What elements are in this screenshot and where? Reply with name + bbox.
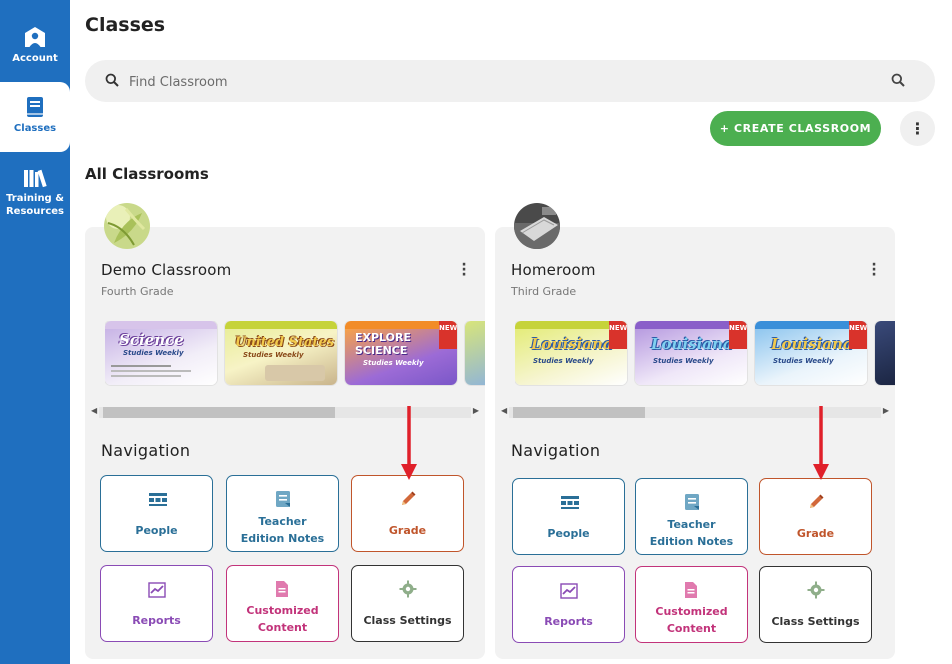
reports-chart-icon bbox=[147, 582, 166, 598]
classroom-menu-icon[interactable]: ··· bbox=[461, 257, 467, 283]
classroom-grade: Third Grade bbox=[511, 285, 577, 298]
people-button[interactable]: People bbox=[100, 475, 213, 552]
page-title: Classes bbox=[85, 14, 166, 36]
navigation-title: Navigation bbox=[101, 441, 191, 460]
new-badge: NEW bbox=[439, 321, 457, 349]
scroll-right-icon[interactable]: ▶ bbox=[472, 406, 479, 415]
sidebar-item-training-resources[interactable]: Training & Resources bbox=[0, 168, 70, 220]
search-icon bbox=[105, 73, 119, 87]
scrollbar-thumb[interactable] bbox=[513, 407, 645, 418]
notes-icon bbox=[684, 494, 699, 510]
classroom-card: Homeroom Third Grade ··· Louisiana Studi… bbox=[495, 203, 895, 659]
publication-thumbnail[interactable]: EXPLORE SCIENCE Studies Weekly NEW bbox=[345, 321, 457, 385]
navigation-title: Navigation bbox=[511, 441, 601, 460]
sidebar-item-label: Classes bbox=[13, 123, 57, 134]
document-icon bbox=[684, 582, 697, 598]
account-icon bbox=[25, 27, 45, 47]
library-icon bbox=[24, 169, 47, 188]
annotation-arrow-icon bbox=[401, 406, 417, 480]
sidebar-item-label: Account bbox=[12, 53, 58, 64]
teacher-edition-notes-button[interactable]: Teacher Edition Notes bbox=[635, 478, 748, 555]
new-badge: NEW bbox=[849, 321, 867, 349]
classroom-name: Demo Classroom bbox=[101, 261, 232, 279]
people-button[interactable]: People bbox=[512, 478, 625, 555]
publications-list: Louisiana Studies Weekly NEW Louisiana S… bbox=[515, 321, 895, 387]
new-badge: NEW bbox=[729, 321, 747, 349]
class-settings-button[interactable]: Class Settings bbox=[351, 565, 464, 642]
class-settings-button[interactable]: Class Settings bbox=[759, 566, 872, 643]
scroll-right-icon[interactable]: ▶ bbox=[882, 406, 889, 415]
more-options-icon[interactable]: ⋮ bbox=[900, 111, 935, 146]
sidebar: Account Classes Training & Resources bbox=[0, 0, 70, 664]
new-badge: NEW bbox=[609, 321, 627, 349]
publications-scrollbar[interactable]: ◀ ▶ bbox=[499, 405, 891, 419]
scroll-left-icon[interactable]: ◀ bbox=[91, 406, 98, 415]
pencil-icon bbox=[401, 491, 415, 505]
gear-icon bbox=[807, 581, 824, 599]
publication-thumbnail[interactable]: Louisiana Studies Weekly NEW bbox=[635, 321, 747, 385]
classroom-card: Demo Classroom Fourth Grade ··· Science … bbox=[85, 203, 485, 659]
customized-content-button[interactable]: Customized Content bbox=[635, 566, 748, 643]
people-icon bbox=[148, 493, 167, 506]
pencil-icon bbox=[809, 494, 823, 508]
search-bar bbox=[85, 60, 935, 102]
search-input[interactable] bbox=[127, 70, 871, 94]
book-icon bbox=[27, 97, 43, 117]
classroom-avatar bbox=[104, 203, 150, 249]
classroom-grade: Fourth Grade bbox=[101, 285, 174, 298]
publications-list: Science Studies Weekly United States Stu… bbox=[105, 321, 485, 387]
create-classroom-button[interactable]: + CREATE CLASSROOM bbox=[710, 111, 881, 146]
publication-thumbnail[interactable]: United States Studies Weekly bbox=[225, 321, 337, 385]
scroll-left-icon[interactable]: ◀ bbox=[501, 406, 508, 415]
grade-button[interactable]: Grade bbox=[351, 475, 464, 552]
teacher-edition-notes-button[interactable]: Teacher Edition Notes bbox=[226, 475, 339, 552]
reports-button[interactable]: Reports bbox=[512, 566, 625, 643]
publications-scrollbar[interactable]: ◀ ▶ bbox=[89, 405, 481, 419]
publication-thumbnail[interactable]: Louisiana Studies Weekly NEW bbox=[515, 321, 627, 385]
annotation-arrow-icon bbox=[813, 406, 829, 480]
sidebar-item-account[interactable]: Account bbox=[0, 26, 70, 76]
classroom-menu-icon[interactable]: ··· bbox=[871, 257, 877, 283]
leaf-photo-avatar bbox=[104, 203, 150, 249]
reports-button[interactable]: Reports bbox=[100, 565, 213, 642]
publication-thumbnail[interactable] bbox=[875, 321, 895, 385]
gear-icon bbox=[399, 580, 416, 598]
people-icon bbox=[560, 496, 579, 509]
publication-thumbnail[interactable]: Science Studies Weekly bbox=[105, 321, 217, 385]
reports-chart-icon bbox=[559, 583, 578, 599]
notes-icon bbox=[275, 491, 290, 507]
classroom-name: Homeroom bbox=[511, 261, 596, 279]
classroom-avatar bbox=[514, 203, 560, 249]
search-submit-icon[interactable] bbox=[891, 73, 905, 87]
document-icon bbox=[275, 581, 288, 597]
grade-button[interactable]: Grade bbox=[759, 478, 872, 555]
publication-thumbnail[interactable] bbox=[465, 321, 485, 385]
customized-content-button[interactable]: Customized Content bbox=[226, 565, 339, 642]
section-title: All Classrooms bbox=[85, 165, 209, 183]
sidebar-item-classes[interactable]: Classes bbox=[0, 82, 70, 152]
scrollbar-thumb[interactable] bbox=[103, 407, 335, 418]
desk-photo-avatar bbox=[514, 203, 560, 249]
sidebar-item-label: Training & Resources bbox=[5, 193, 65, 217]
publication-thumbnail[interactable]: Louisiana Studies Weekly NEW bbox=[755, 321, 867, 385]
